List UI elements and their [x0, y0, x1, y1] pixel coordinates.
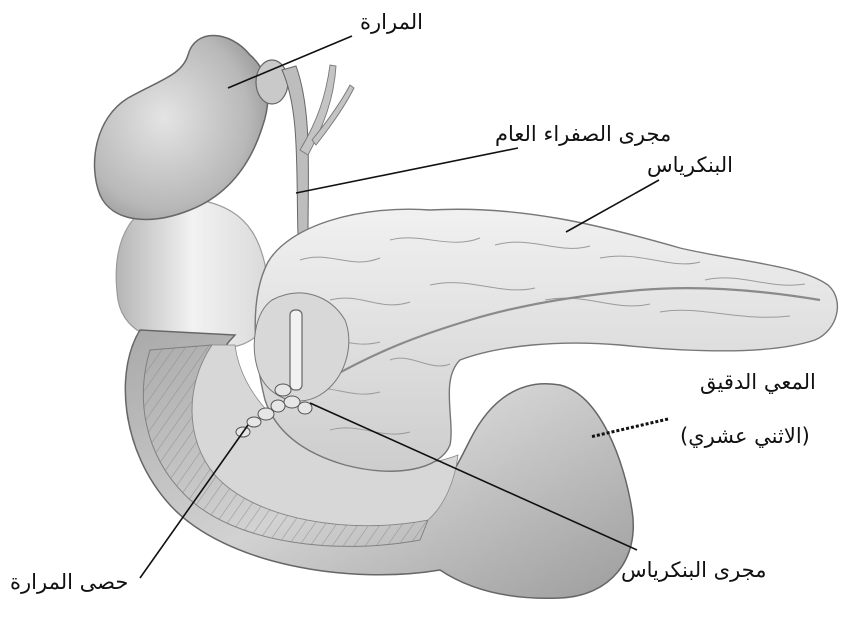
leader-common-bile-duct [296, 148, 518, 193]
label-small-intestine: المعي الدقيق [700, 370, 816, 394]
gallbladder-shape [95, 35, 268, 219]
duct-cutaway [290, 310, 302, 390]
liver-shape [116, 198, 270, 348]
label-pancreatic-duct: مجرى البنكرياس [621, 558, 766, 582]
leader-pancreas [566, 180, 659, 232]
label-duodenum: (الاثني عشري) [680, 424, 810, 448]
label-gallstones: حصى المرارة [10, 570, 128, 594]
label-gallbladder: المرارة [360, 10, 423, 34]
label-pancreas: البنكرياس [647, 153, 733, 177]
label-common-bile-duct: مجرى الصفراء العام [495, 122, 671, 146]
cystic-duct-bulb [256, 60, 288, 104]
